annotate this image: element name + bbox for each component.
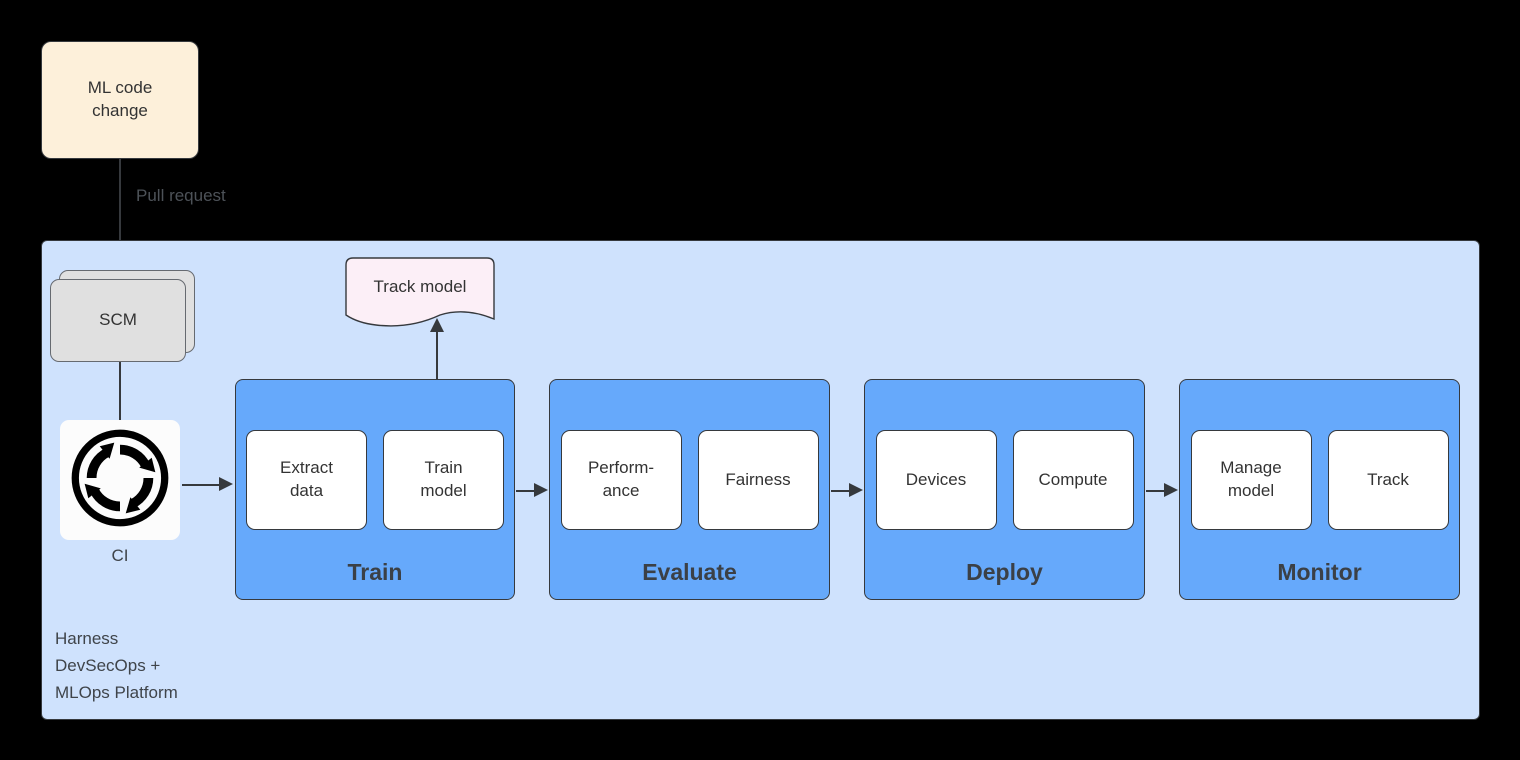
scm-card-front: SCM [50,279,186,362]
edge-evaluate-to-deploy-line [831,490,851,492]
stage-evaluate-items: Perform- ance Fairness [550,430,829,530]
edge-train-to-evaluate-arrowhead [534,483,548,497]
stage-monitor-item-track-label: Track [1367,469,1409,489]
stage-deploy-items: Devices Compute [865,430,1144,530]
node-scm-label: SCM [99,310,137,330]
stage-train-item-extract-data-label: Extract data [280,458,333,500]
edge-ci-to-train-line [182,484,222,486]
node-ml-code-change-label: ML code change [87,78,153,120]
continuous-integration-icon [68,426,172,535]
edge-deploy-to-monitor-line [1146,490,1166,492]
stage-train[interactable]: Extract data Train model Train [235,379,515,600]
stage-evaluate[interactable]: Perform- ance Fairness Evaluate [549,379,830,600]
node-track-model[interactable]: Track model [340,257,500,333]
stage-deploy-item-compute[interactable]: Compute [1012,430,1134,530]
stage-deploy-item-devices-label: Devices [905,469,967,489]
edge-pull-request-label: Pull request [136,186,226,205]
stage-monitor-item-manage-model-label: Manage model [1220,458,1282,500]
stage-deploy-title: Deploy [966,559,1043,585]
node-scm[interactable]: SCM [50,270,195,362]
stage-train-item-train-model-label: Train model [420,458,467,500]
edge-train-to-track-model-line [436,330,438,380]
stage-deploy-item-devices[interactable]: Devices [875,430,997,530]
edge-evaluate-to-deploy-arrowhead [849,483,863,497]
edge-deploy-to-monitor-arrowhead [1164,483,1178,497]
node-ci[interactable] [60,420,180,540]
stage-evaluate-title: Evaluate [642,559,737,585]
node-track-model-label: Track model [373,277,467,296]
stage-monitor-item-track[interactable]: Track [1327,430,1449,530]
node-ci-label: CI [111,546,129,565]
stage-deploy-item-compute-label: Compute [1038,469,1108,489]
stage-monitor[interactable]: Manage model Track Monitor [1179,379,1460,600]
platform-label: Harness DevSecOps + MLOps Platform [55,629,178,703]
stage-monitor-item-manage-model[interactable]: Manage model [1190,430,1312,530]
stage-monitor-title: Monitor [1277,559,1362,585]
node-ml-code-change[interactable]: ML code change [41,41,199,159]
stage-train-title: Train [347,559,403,585]
stage-train-item-train-model[interactable]: Train model [383,430,504,530]
stage-train-items: Extract data Train model [236,430,514,530]
stage-train-item-extract-data[interactable]: Extract data [246,430,367,530]
stage-evaluate-item-performance[interactable]: Perform- ance [560,430,682,530]
edge-train-to-evaluate-line [516,490,536,492]
edge-train-to-track-model-arrowhead [430,318,444,332]
stage-evaluate-item-fairness[interactable]: Fairness [697,430,819,530]
edge-ci-to-train-arrowhead [219,477,233,491]
stage-evaluate-item-fairness-label: Fairness [725,469,791,489]
stage-deploy[interactable]: Devices Compute Deploy [864,379,1145,600]
edge-pull-request-line [119,159,121,259]
stage-monitor-items: Manage model Track [1180,430,1459,530]
edge-scm-to-ci-line [119,362,121,426]
stage-evaluate-item-performance-label: Perform- ance [587,458,655,500]
